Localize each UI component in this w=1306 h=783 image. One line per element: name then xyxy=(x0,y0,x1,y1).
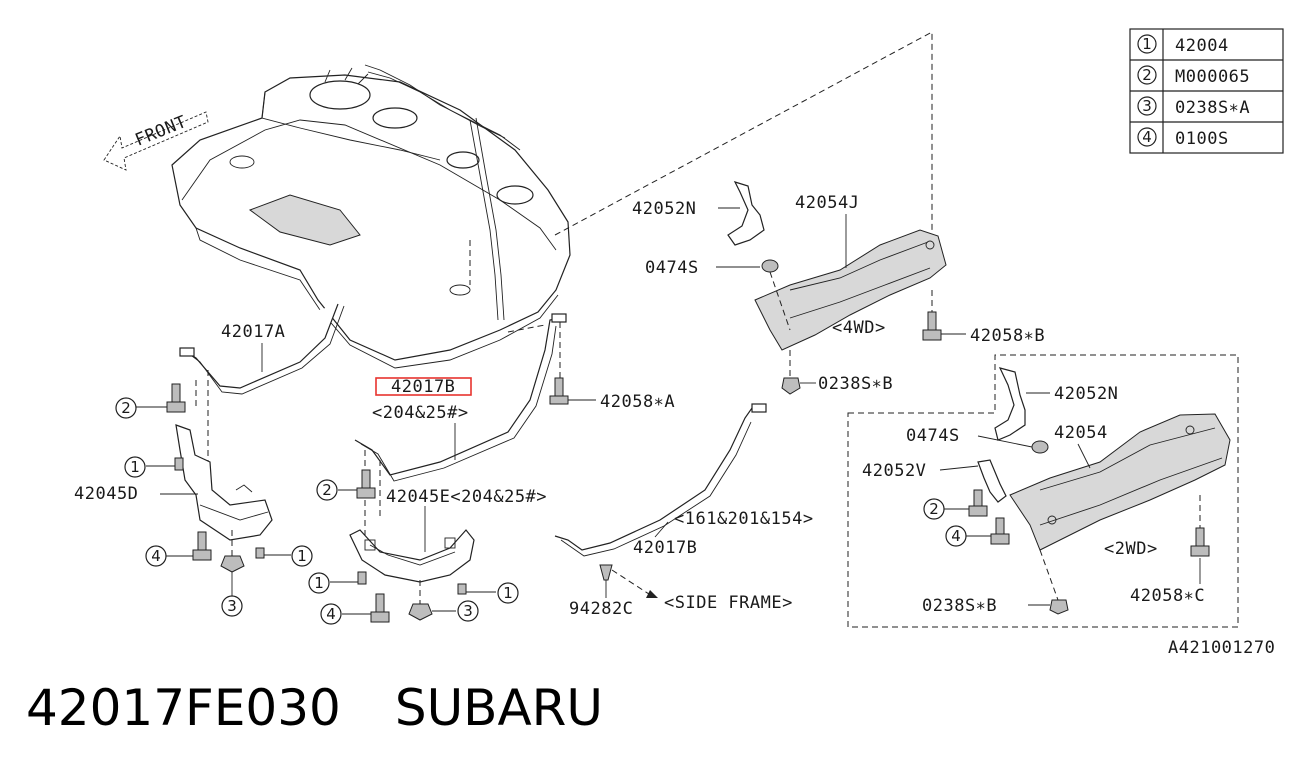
callout-2-right: 2 xyxy=(923,498,945,520)
callout-1-mid-b: 1 xyxy=(497,582,519,604)
strap-42017b-lower xyxy=(554,403,767,557)
svg-text:1: 1 xyxy=(503,584,513,602)
svg-text:2: 2 xyxy=(322,481,332,499)
label-42045e: 42045E<204&25#> xyxy=(386,487,547,507)
label-0474s-upper: 0474S xyxy=(645,258,699,278)
bolt-42058a xyxy=(549,377,569,405)
legend-row-1: 1 42004 xyxy=(1137,34,1229,56)
legend-row-4: 4 0100S xyxy=(1137,127,1229,149)
diagram-code: A421001270 xyxy=(1168,638,1275,658)
legend-row-3: 3 0238S∗A xyxy=(1137,96,1250,118)
svg-text:4: 4 xyxy=(151,547,161,565)
nut-0474s-lower xyxy=(1031,440,1049,454)
svg-text:4: 4 xyxy=(951,527,961,545)
svg-text:1: 1 xyxy=(314,574,324,592)
label-0238sb-lower: 0238S∗B xyxy=(922,596,997,616)
bolt-42058c xyxy=(1190,527,1210,557)
label-42045d: 42045D xyxy=(74,484,138,504)
bracket-42052v xyxy=(977,459,1007,503)
legend-part: 0238S∗A xyxy=(1175,98,1250,118)
svg-text:3: 3 xyxy=(463,602,473,620)
svg-text:1: 1 xyxy=(297,547,307,565)
nut-0238sb-lower xyxy=(1049,599,1069,615)
label-2wd: <2WD> xyxy=(1104,539,1158,559)
label-42058a: 42058∗A xyxy=(600,392,675,412)
legend-num: 4 xyxy=(1142,128,1152,146)
highlight-box xyxy=(375,377,472,396)
part-number: 42017FE030 xyxy=(26,679,341,737)
callout-1-left-a: 1 xyxy=(124,456,146,478)
svg-text:2: 2 xyxy=(929,500,939,518)
label-42017b-highlighted[interactable]: 42017B xyxy=(391,377,455,397)
legend-num: 3 xyxy=(1142,97,1152,115)
label-42054j: 42054J xyxy=(795,193,859,213)
bracket-42045d xyxy=(175,424,273,541)
legend-table: 1 42004 2 M000065 3 0238S∗A 4 0100S xyxy=(1129,28,1284,154)
bracket-42052n-lower xyxy=(994,367,1026,441)
middle-fasteners xyxy=(330,469,496,623)
nut-0238sb-upper xyxy=(781,377,801,395)
callout-2-left: 2 xyxy=(115,397,137,419)
legend-row-2: 2 M000065 xyxy=(1137,65,1250,87)
label-42052n-upper: 42052N xyxy=(632,199,696,219)
label-42017b-lower: 42017B xyxy=(633,538,697,558)
legend-part: M000065 xyxy=(1175,67,1250,87)
label-161-201-154: <161&201&154> xyxy=(674,509,814,529)
label-42052v: 42052V xyxy=(862,461,926,481)
callout-4-mid: 4 xyxy=(320,603,342,625)
right-fasteners xyxy=(944,489,1010,545)
bracket-42052n-upper xyxy=(727,181,765,246)
bracket-42045e xyxy=(349,529,475,583)
svg-text:1: 1 xyxy=(130,458,140,476)
label-0238sb-upper: 0238S∗B xyxy=(818,374,893,394)
legend-part: 42004 xyxy=(1175,36,1229,56)
label-42058c: 42058∗C xyxy=(1130,586,1205,606)
svg-text:3: 3 xyxy=(227,597,237,615)
label-4wd: <4WD> xyxy=(832,318,886,338)
label-204-25: <204&25#> xyxy=(372,403,469,423)
callout-2-mid: 2 xyxy=(316,479,338,501)
fuel-tank xyxy=(171,64,571,369)
svg-text:4: 4 xyxy=(326,605,336,623)
clip-94282c xyxy=(599,564,658,598)
label-side-frame: <SIDE FRAME> xyxy=(664,593,793,613)
label-42052n-lower: 42052N xyxy=(1054,384,1118,404)
callout-4-right: 4 xyxy=(945,525,967,547)
callout-1-mid-a: 1 xyxy=(308,572,330,594)
nut-0474s-upper xyxy=(761,259,779,273)
front-label: FRONT xyxy=(132,112,189,151)
label-42054: 42054 xyxy=(1054,423,1108,443)
callout-1-left-b: 1 xyxy=(291,545,313,567)
legend-num: 1 xyxy=(1142,35,1152,53)
label-42058b: 42058∗B xyxy=(970,326,1045,346)
label-94282c: 94282C xyxy=(569,599,633,619)
heat-shield-42054 xyxy=(1009,413,1231,551)
label-0474s-lower: 0474S xyxy=(906,426,960,446)
legend-num: 2 xyxy=(1142,66,1152,84)
callout-3-mid: 3 xyxy=(457,600,479,622)
left-fasteners xyxy=(136,383,291,596)
callout-3-left: 3 xyxy=(221,595,243,617)
legend-part: 0100S xyxy=(1175,129,1229,149)
callout-4-left: 4 xyxy=(145,545,167,567)
brand-name: SUBARU xyxy=(394,679,604,737)
heat-shield-42054j xyxy=(754,229,947,351)
label-42017a: 42017A xyxy=(221,322,285,342)
bolt-42058b xyxy=(922,311,942,341)
svg-text:2: 2 xyxy=(121,399,131,417)
